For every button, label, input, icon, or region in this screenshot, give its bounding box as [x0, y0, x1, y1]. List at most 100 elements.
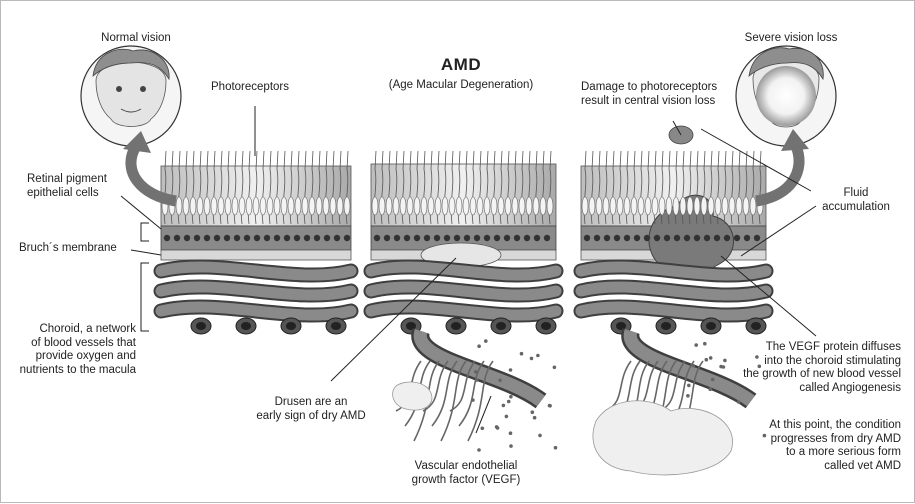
rpe-nucleus: [494, 235, 500, 241]
photoreceptor-cell: [316, 197, 322, 215]
photoreceptor-cell: [638, 197, 644, 215]
photoreceptor-cell: [232, 197, 238, 215]
photoreceptor-cell: [596, 197, 602, 215]
rpe-nucleus: [594, 235, 600, 241]
rpe-nucleus: [734, 235, 740, 241]
vessel-end: [751, 322, 761, 330]
photoreceptor-cell: [197, 197, 203, 215]
rpe-nucleus: [284, 235, 290, 241]
photoreceptor-cell: [323, 197, 329, 215]
vegf-dot: [531, 410, 535, 414]
vegf-dot: [686, 394, 690, 398]
rpe-nucleus: [324, 235, 330, 241]
vessel-end: [406, 322, 416, 330]
rpe-nucleus: [704, 235, 710, 241]
rpe-nucleus: [164, 235, 170, 241]
photoreceptor-cell: [414, 197, 420, 215]
photoreceptor-cell: [204, 197, 210, 215]
rpe-nucleus: [344, 235, 350, 241]
rpe-nucleus: [644, 235, 650, 241]
vegf-dot: [477, 344, 481, 348]
photoreceptor-cell: [624, 197, 630, 215]
bruchs-membrane-label: Bruch´s membrane: [19, 242, 139, 256]
photoreceptor-cell: [225, 197, 231, 215]
photoreceptor-cell: [428, 197, 434, 215]
photoreceptor-cell: [393, 197, 399, 215]
vegf-dot: [530, 357, 534, 361]
photoreceptor-cell: [603, 197, 609, 215]
rpe-nucleus: [744, 235, 750, 241]
photoreceptor-cell: [372, 197, 378, 215]
photoreceptor-cell: [533, 197, 539, 215]
rpe-nucleus: [314, 235, 320, 241]
vegf-dot: [509, 444, 513, 448]
vegf-dot: [538, 434, 542, 438]
rpe-nucleus: [504, 235, 510, 241]
rpe-nucleus: [684, 235, 690, 241]
rpe-nucleus: [664, 235, 670, 241]
photoreceptor-cell: [547, 197, 553, 215]
vessel-end: [286, 322, 296, 330]
photoreceptor-cell: [218, 197, 224, 215]
photoreceptor-cell: [694, 197, 700, 215]
rpe-nucleus: [264, 235, 270, 241]
rpe-nucleus: [224, 235, 230, 241]
vegf-dot: [708, 387, 712, 391]
photoreceptor-cell: [337, 197, 343, 215]
vessel-end: [541, 322, 551, 330]
vegf-dot: [498, 379, 502, 383]
photoreceptor-cell: [435, 197, 441, 215]
rpe-nucleus: [534, 235, 540, 241]
rpe-nucleus: [674, 235, 680, 241]
rpe-nucleus: [424, 235, 430, 241]
vegf-diffuses-label: The VEGF protein diffuses into the choro…: [721, 341, 901, 395]
vessel-end: [241, 322, 251, 330]
condition-progresses-label: At this point, the condition progresses …: [736, 419, 901, 473]
vegf-dot: [477, 448, 481, 452]
rpe-nucleus: [524, 235, 530, 241]
vegf-dot: [474, 370, 478, 374]
photoreceptor-cell: [729, 197, 735, 215]
vegf-dot: [471, 398, 475, 402]
rpe-nucleus: [584, 235, 590, 241]
rpe-nucleus: [274, 235, 280, 241]
photoreceptor-cell: [400, 197, 406, 215]
photoreceptor-cell: [645, 197, 651, 215]
vegf-dot: [703, 342, 707, 346]
photoreceptor-cell: [659, 197, 665, 215]
vegf-dot: [687, 384, 691, 388]
photoreceptor-cell: [540, 197, 546, 215]
photoreceptor-cell: [330, 197, 336, 215]
vegf-label: Vascular endothelial growth factor (VEGF…: [401, 460, 531, 487]
photoreceptor-cell: [379, 197, 385, 215]
photoreceptor-cell: [666, 197, 672, 215]
vegf-dot: [691, 364, 695, 368]
diagram-subtitle: (Age Macular Degeneration): [371, 79, 551, 93]
vessel-end: [196, 322, 206, 330]
photoreceptor-cell: [617, 197, 623, 215]
rpe-nucleus: [304, 235, 310, 241]
vegf-dot: [509, 368, 513, 372]
photoreceptor-cell: [470, 197, 476, 215]
drusen-fluid-pool: [393, 382, 432, 410]
vegf-dot: [705, 358, 709, 362]
photoreceptor-cell: [309, 197, 315, 215]
photoreceptor-cell: [253, 197, 259, 215]
rpe-nucleus: [464, 235, 470, 241]
normal-vision-face: [81, 46, 181, 146]
rpe-nucleus: [384, 235, 390, 241]
vegf-dot: [507, 400, 511, 404]
photoreceptor-cell: [708, 197, 714, 215]
vegf-dot: [509, 395, 513, 399]
photoreceptor-cell: [736, 197, 742, 215]
rpe-nucleus: [514, 235, 520, 241]
retinal-pigment-label: Retinal pigment epithelial cells: [27, 173, 147, 200]
vegf-dot: [711, 378, 715, 382]
photoreceptor-cell: [267, 197, 273, 215]
photoreceptor-cell: [491, 197, 497, 215]
photoreceptor-cell: [295, 197, 301, 215]
diagram-title: AMD: [401, 58, 521, 72]
vegf-dot: [481, 427, 485, 431]
rpe-nucleus: [244, 235, 250, 241]
photoreceptor-cell: [715, 197, 721, 215]
